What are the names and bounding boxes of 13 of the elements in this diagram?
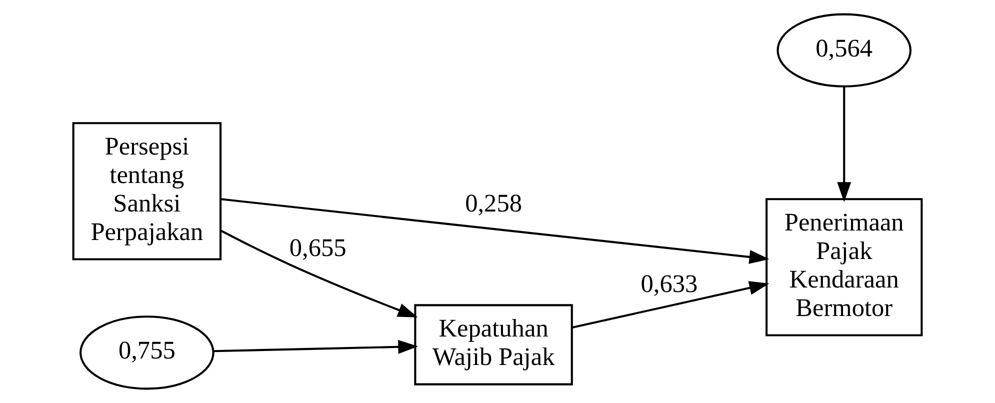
edge-label: 0,258 [465,189,522,218]
node-box: Penerimaan Pajak Kendaraan Bermotor [766,198,923,336]
arrow [220,198,770,264]
edge-label: 0,655 [289,234,346,262]
node-box: Persepsi tentang Sanksi Perpajakan [72,122,222,260]
node-ellipse: 0,755 [80,316,214,390]
arrow [213,340,418,354]
arrow [220,230,418,318]
node-box: Kepatuhan Wajib Pajak [414,304,573,386]
edge-label: 0,633 [640,270,698,298]
arrow [837,86,852,202]
arrow [572,281,770,329]
node-ellipse: 0,564 [776,13,912,88]
